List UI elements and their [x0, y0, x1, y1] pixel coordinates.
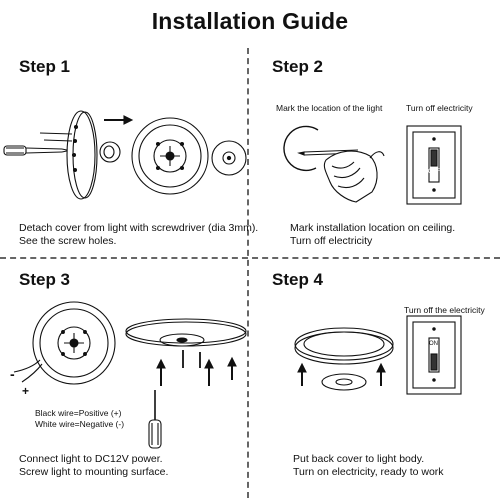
step-4-turn-off-label: Turn off the electricity — [404, 305, 485, 315]
step-3-black-wire-label: Black wire=Positive (+) — [35, 408, 122, 418]
step-3-instruction-line-1: Connect light to DC12V power. — [19, 453, 163, 465]
step-3-screws — [182, 350, 201, 368]
step-1-light-side-view — [3, 110, 98, 200]
step-3-instruction-line-2: Screw light to mounting surface. — [19, 466, 169, 478]
horizontal-divider — [0, 257, 500, 259]
step-4-wall-switch-on — [406, 315, 462, 395]
step-4-up-arrows — [297, 362, 386, 386]
step-3-negative-sign: - — [10, 366, 15, 382]
step-3-mounting-plate — [125, 318, 247, 347]
step-4-instruction-line-1: Put back cover to light body. — [293, 453, 425, 465]
step-1-small-cover — [99, 141, 121, 163]
step-2-heading: Step 2 — [272, 57, 324, 76]
step-2-switch-off-text: OFF — [428, 169, 440, 175]
vertical-divider — [247, 48, 249, 498]
step-3-screwdriver — [148, 390, 162, 449]
step-2-turn-off-label: Turn off electricity — [406, 103, 473, 113]
step-4-switch-on-text: ON — [429, 341, 438, 347]
step-4-light-body — [294, 327, 394, 365]
step-1-instruction-line-1: Detach cover from light with screwdriver… — [19, 222, 259, 234]
step-1-light-front-view — [131, 117, 209, 195]
step-1-detached-cover — [211, 140, 247, 176]
step-3-light-with-wires — [13, 301, 116, 385]
step-3-white-wire-label: White wire=Negative (-) — [35, 419, 125, 429]
step-4-heading: Step 4 — [272, 270, 324, 289]
step-1-arrow-right-icon — [104, 115, 134, 125]
step-2-instruction-line-2: Turn off electricity — [290, 235, 373, 247]
step-1-instruction-line-2: See the screw holes. — [19, 235, 117, 247]
step-3-heading: Step 3 — [19, 270, 71, 289]
step-2-mark-location-label: Mark the location of the light — [276, 103, 383, 113]
step-2-hand-marking-illustration — [283, 125, 385, 203]
step-4-instruction-line-2: Turn on electricity, ready to work — [293, 466, 444, 478]
step-2-wall-switch-off — [406, 125, 462, 205]
step-3-up-arrows — [156, 356, 237, 386]
step-4-cover — [321, 373, 367, 391]
step-3-positive-sign: + — [22, 384, 30, 398]
page-title: Installation Guide — [151, 8, 349, 34]
step-2-instruction-line-1: Mark installation location on ceiling. — [290, 222, 456, 234]
step-1-heading: Step 1 — [19, 57, 71, 76]
